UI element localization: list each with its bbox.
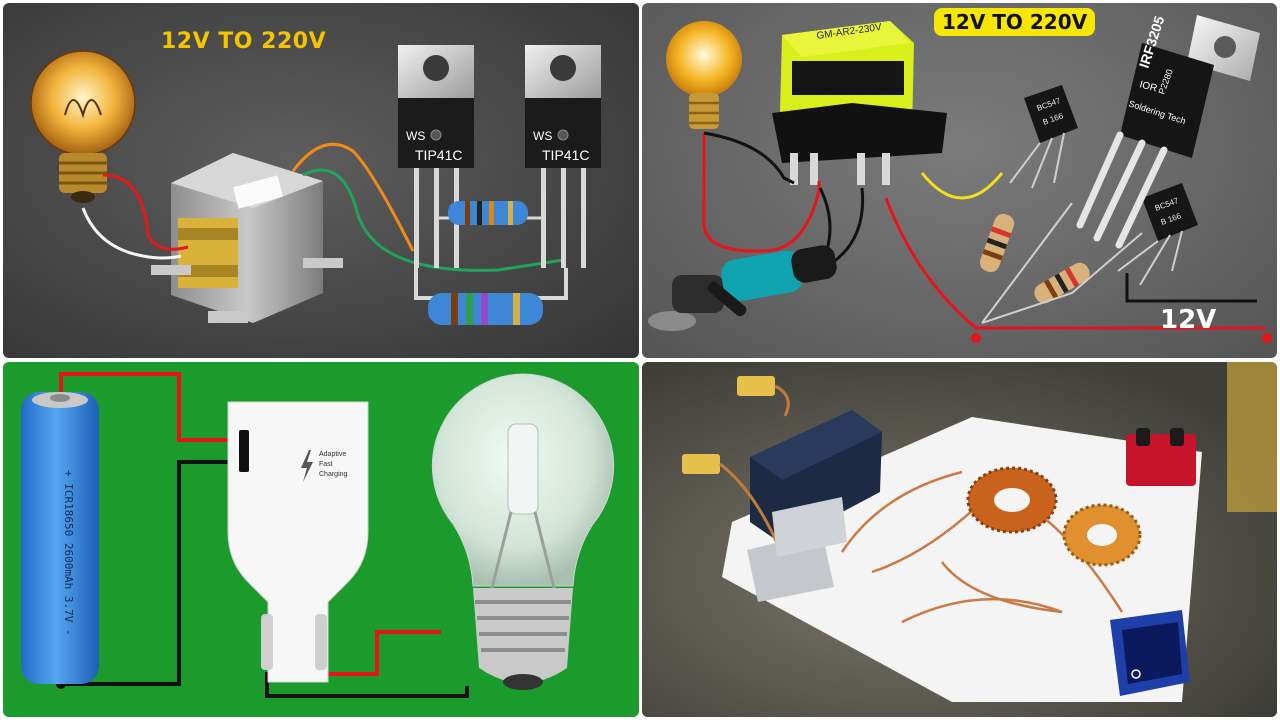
irf3205-mosfet-icon [1076, 15, 1260, 249]
terminal-icon [682, 454, 720, 474]
bc547-transistor-icon [1009, 85, 1078, 189]
resistor-icon [448, 201, 528, 225]
toroid-coil-icon [966, 466, 1058, 534]
resistor-icon [979, 213, 1015, 273]
panel-battery-charger: + ICR18650 2600mAh 3.7V - Adaptive Fast … [3, 362, 639, 717]
panel-3-illustration: + ICR18650 2600mAh 3.7V - Adaptive Fast … [21, 372, 615, 698]
aluminium-plate [772, 497, 847, 557]
charger-label-2: Fast [319, 461, 333, 468]
transistor-2-model: TIP41C [542, 147, 589, 163]
voltage-label: 12V [1160, 305, 1217, 335]
output-socket-icon [1126, 428, 1196, 486]
panel-built-circuit [642, 362, 1277, 717]
panel-1-illustration: WS TIP41C WS TIP41C [30, 45, 601, 325]
panel-2-illustration: GM-AR2-230V [648, 14, 1272, 343]
grass-background [1227, 362, 1277, 512]
toroid-coil-icon [1062, 503, 1142, 567]
aluminium-plate [747, 532, 834, 602]
angle-grinder-icon [648, 245, 837, 331]
charger-label-1: Adaptive [319, 451, 346, 458]
resistor-icon [428, 293, 543, 325]
power-switch-icon [1110, 610, 1190, 696]
battery-label: + ICR18650 2600mAh 3.7V - [62, 470, 75, 636]
battery-icon [21, 392, 99, 684]
charger-label-3: Charging [319, 471, 348, 478]
terminal-icon [737, 376, 775, 396]
panel-4-illustration [642, 362, 1277, 717]
light-bulb-icon [666, 21, 742, 129]
panel-ferrite-inverter: GM-AR2-230V [642, 3, 1277, 358]
panel-transformer-inverter: WS TIP41C WS TIP41C 12V TO 220V [3, 3, 639, 358]
tip41c-transistor-icon [525, 45, 601, 268]
resistor-icon [1034, 262, 1090, 304]
transformer-icon [151, 153, 343, 323]
transistor-1-model: TIP41C [415, 147, 462, 163]
transistor-1-brand: WS [406, 129, 425, 143]
transistor-2-brand: WS [533, 129, 552, 143]
usb-charger-icon [227, 401, 369, 683]
panel-2-title: 12V TO 220V [934, 8, 1096, 36]
halogen-bulb-icon [431, 373, 615, 690]
mosfet-brand: IOR [1138, 79, 1158, 94]
panel-1-title: 12V TO 220V [161, 29, 327, 54]
light-bulb-icon [30, 50, 136, 203]
bc547-transistor-icon [1117, 183, 1198, 286]
ferrite-transformer-icon [772, 21, 947, 185]
